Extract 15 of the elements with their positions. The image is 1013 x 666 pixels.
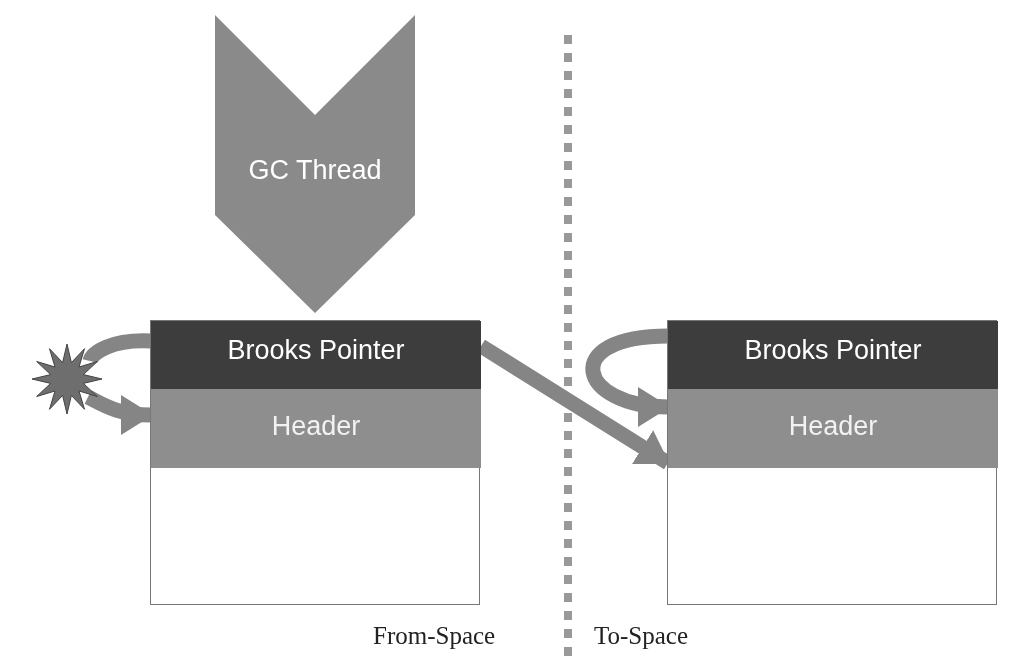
field-label: Header (787, 411, 879, 442)
field-label: Brooks Pointer (226, 335, 406, 366)
header-field (668, 389, 998, 468)
space-label: To-Space (594, 622, 689, 650)
object-box (667, 320, 997, 605)
starburst-shape (32, 343, 102, 415)
pointer-field (151, 321, 481, 389)
object-box (150, 320, 480, 605)
chevron-arrow (215, 15, 415, 315)
header-field (151, 389, 481, 468)
space-label: From-Space (373, 622, 496, 650)
field-label: Brooks Pointer (743, 335, 923, 366)
field-label: Header (270, 411, 362, 442)
thread-label: GC Thread (247, 155, 383, 186)
pointer-field (668, 321, 998, 389)
